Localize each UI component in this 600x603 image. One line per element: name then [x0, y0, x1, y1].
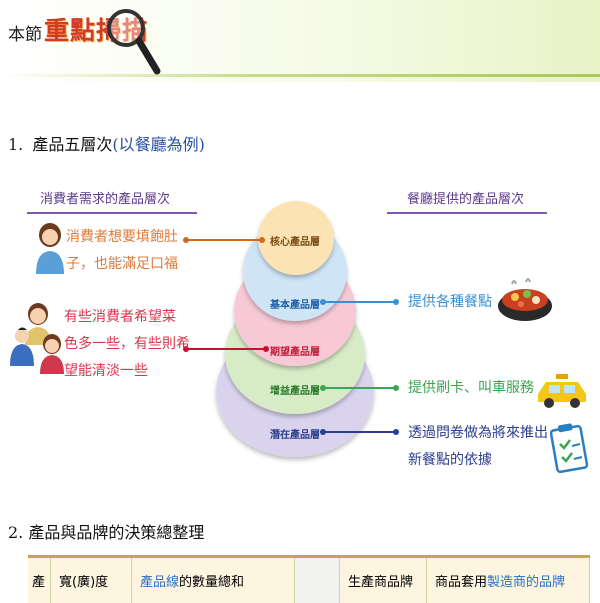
- left-note-core-line1: 消費者想要填飽肚: [66, 224, 178, 251]
- decision-summary-table: 產 寬(廣)度 產品線的數量總和 生產商品牌 商品套用製造商的品牌: [28, 555, 590, 603]
- section2-heading: 2. 產品與品牌的決策總整理: [8, 519, 204, 543]
- right-note-basic-line1: 提供各種餐點: [408, 289, 492, 316]
- table-row-label: 產: [28, 557, 51, 603]
- right-note-augmented: 提供刷卡、叫車服務: [408, 375, 534, 402]
- layer-label-augmented: 增益產品層: [250, 382, 340, 397]
- hotpot-icon: [496, 276, 554, 324]
- taxi-icon: [534, 372, 590, 408]
- left-note-expected: 有些消費者希望菜 色多一些，有些則希 望能清淡一些: [64, 304, 190, 385]
- left-note-expected-line2: 色多一些，有些則希: [64, 331, 190, 358]
- clipboard-survey-icon: [550, 422, 590, 474]
- table-cell-brand: 生產商品牌: [340, 557, 427, 603]
- table-row: 產 寬(廣)度 產品線的數量總和 生產商品牌 商品套用製造商的品牌: [28, 557, 590, 603]
- table-cell-breadth-desc-rest: 的數量總和: [179, 575, 244, 590]
- family-group-icon: [8, 300, 64, 380]
- layer-label-expected: 期望產品層: [250, 343, 340, 358]
- left-note-core-line2: 子，也能滿足口福: [66, 251, 178, 278]
- layer-label-basic: 基本產品層: [250, 296, 340, 311]
- right-note-augmented-line1: 提供刷卡、叫車服務: [408, 375, 534, 402]
- table-cell-breadth-desc-highlight: 產品線: [140, 575, 179, 590]
- left-note-expected-line3: 望能清淡一些: [64, 358, 190, 385]
- connector-core-dot-left: [183, 237, 189, 243]
- left-note-expected-line1: 有些消費者希望菜: [64, 304, 190, 331]
- table-cell-breadth-desc: 產品線的數量總和: [132, 557, 295, 603]
- left-note-core: 消費者想要填飽肚 子，也能滿足口福: [66, 224, 178, 278]
- layer-label-potential: 潛在產品層: [250, 426, 340, 441]
- right-note-potential-line2: 新餐點的依據: [408, 447, 548, 474]
- table-cell-brand-desc-rest: 商品套用: [435, 575, 487, 590]
- table-cell-breadth: 寬(廣)度: [51, 557, 132, 603]
- connector-basic-dot-right: [393, 299, 399, 305]
- connector-augmented-dot-right: [393, 385, 399, 391]
- table-cell-brand-desc: 商品套用製造商的品牌: [427, 557, 590, 603]
- layer-label-core: 核心產品層: [250, 233, 340, 248]
- table-cell-spacer: [295, 557, 340, 603]
- right-note-potential: 透過問卷做為將來推出 新餐點的依據: [408, 420, 548, 474]
- right-note-basic: 提供各種餐點: [408, 289, 492, 316]
- table-cell-brand-desc-highlight: 製造商的品牌: [487, 575, 565, 590]
- section2-number: 2.: [8, 523, 23, 542]
- woman-avatar-icon: [34, 222, 66, 274]
- section2-title: 產品與品牌的決策總整理: [28, 523, 204, 542]
- right-note-potential-line1: 透過問卷做為將來推出: [408, 420, 548, 447]
- connector-potential-dot-right: [393, 429, 399, 435]
